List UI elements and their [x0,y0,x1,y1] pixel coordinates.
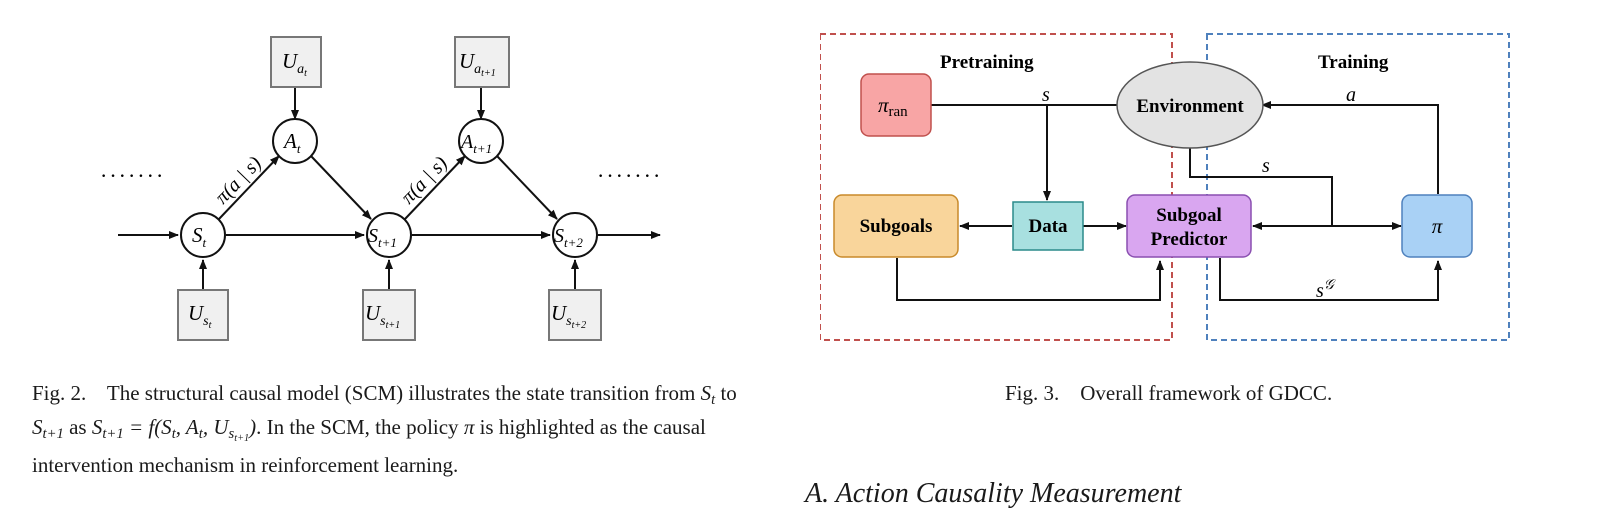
arrow-st1-at1 [404,155,466,220]
node-a-t: At [272,118,318,164]
svg-text:At: At [282,129,301,156]
svg-text:Subgoals: Subgoals [860,216,933,237]
label-a: a [1346,84,1356,106]
svg-text:π: π [1432,214,1443,238]
svg-text:πran: πran [878,93,908,120]
arrow-predictor-pi [1219,258,1442,301]
fig3-framework-diagram: Pretraining Training s a s s𝒢 πran Envir… [820,33,1510,341]
section-heading: A. Action Causality Measurement [805,478,1182,509]
arrow-at1-st2 [496,155,558,220]
policy-label-2: π(a | s) [397,152,452,208]
node-u-at1: Uat+1 [454,36,510,88]
left-ellipsis: ······· [100,163,165,188]
pretraining-region [820,33,1173,341]
arrow-at-st1 [310,155,372,220]
data-box: Data [1012,201,1084,251]
label-s-top: s [1042,84,1050,106]
svg-text:Data: Data [1028,216,1068,237]
svg-text:At+1: At+1 [459,131,492,156]
node-s-t2: St+2 [552,212,598,258]
node-s-t1: St+1 [366,212,412,258]
subgoal-predictor-box: Subgoal Predictor [1126,194,1252,258]
node-u-at: Uat [270,36,322,88]
fig2-caption: Fig. 2. The structural causal model (SCM… [32,381,737,477]
svg-text:St+2: St+2 [554,225,583,250]
pi-ran-box: πran [860,73,932,137]
policy-label-1: π(a | s) [211,152,266,208]
fig3-caption: Fig. 3. Overall framework of GDCC. [1005,381,1333,405]
svg-text:Uat: Uat [282,49,307,79]
svg-text:Subgoal: Subgoal [1156,205,1221,226]
node-a-t1: At+1 [458,118,504,164]
fig2-scm-diagram: ······· ······· π(a | s) π(a | s) Uat Ua… [100,36,662,341]
training-title: Training [1318,52,1389,73]
label-sg: s𝒢 [1316,278,1336,302]
svg-text:Environment: Environment [1136,96,1244,117]
svg-text:Predictor: Predictor [1151,229,1228,250]
svg-text:Ust+2: Ust+2 [551,301,586,331]
subgoals-box: Subgoals [833,194,959,258]
svg-text:St: St [192,223,207,250]
node-u-st: Ust [177,289,229,341]
right-ellipsis: ······· [597,163,662,188]
arrow-subgoals-predictor [896,258,1164,301]
line-env-s [1189,148,1333,226]
label-s-mid: s [1262,155,1270,177]
node-u-st2: Ust+2 [548,289,602,341]
node-s-t: St [180,212,226,258]
environment-node: Environment [1116,61,1264,149]
arrow-st-at [218,155,280,220]
pi-box: π [1401,194,1473,258]
svg-text:Uat+1: Uat+1 [459,49,496,79]
pretraining-title: Pretraining [940,52,1034,73]
node-u-st1: Ust+1 [362,289,416,341]
svg-text:Ust: Ust [188,301,212,331]
arrow-pi-env [1261,101,1439,194]
svg-text:Ust+1: Ust+1 [365,301,400,331]
svg-text:St+1: St+1 [368,225,397,250]
training-region [1206,33,1510,341]
